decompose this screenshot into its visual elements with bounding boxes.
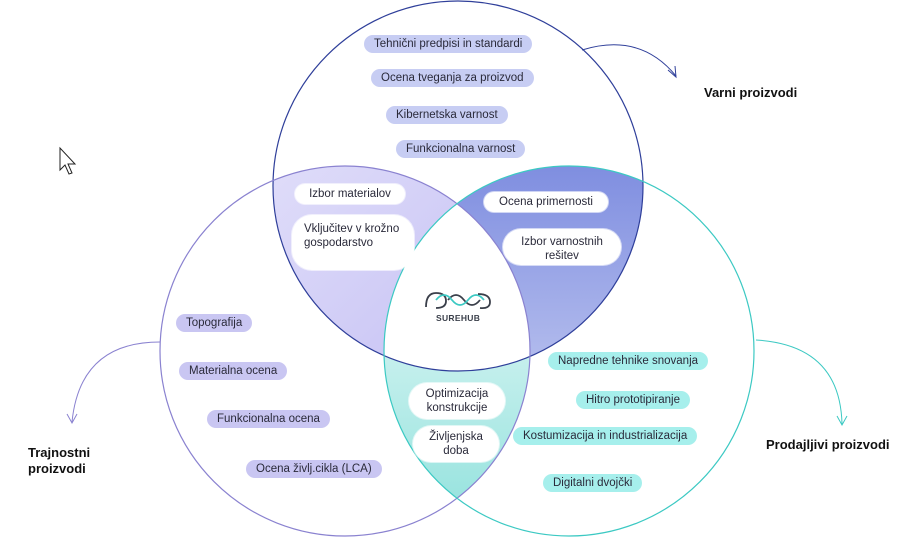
overlap-item: Izbor materialov <box>295 184 405 204</box>
arrow-marketable <box>755 339 843 425</box>
overlap-item: Življenjska doba <box>413 426 499 462</box>
circle-marketable-products <box>383 165 755 537</box>
overlap-item: Ocena primernosti <box>484 192 608 212</box>
label-marketable-products: Prodajljivi proizvodi <box>766 437 890 452</box>
label-safe-products: Varni proizvodi <box>704 85 798 100</box>
safe-item: Funkcionalna varnost <box>396 140 526 158</box>
circle-safe-products <box>272 0 644 372</box>
marketable-item: Hitro prototipiranje <box>576 391 690 409</box>
arrow-safe <box>581 44 677 77</box>
overlap-item: Optimizacija konstrukcije <box>409 383 505 419</box>
sustainable-item: Funkcionalna ocena <box>207 410 330 428</box>
overlap-center <box>384 166 530 371</box>
safe-item: Tehnični predpisi in standardi <box>364 35 533 53</box>
sustainable-item: Topografija <box>176 314 253 332</box>
sustainable-item: Materialna ocena <box>179 362 288 380</box>
arrow-sustainable <box>71 341 161 423</box>
marketable-item: Napredne tehnike snovanja <box>548 352 709 370</box>
marketable-item: Kostumizacija in industrializacija <box>513 427 698 445</box>
marketable-item: Digitalni dvojčki <box>543 474 643 492</box>
logo-text: SUREHUB <box>436 313 481 323</box>
cursor-icon <box>59 146 77 175</box>
label-sustainable-products: Trajnostni proizvodi <box>28 445 91 476</box>
logo-icon <box>425 292 491 310</box>
circle-sustainable-products <box>159 165 531 537</box>
overlap-item: Vključitev v krožno gospodarstvo <box>292 215 414 270</box>
safe-item: Ocena tveganja za proizvod <box>371 69 534 87</box>
sustainable-item: Ocena življ.cikla (LCA) <box>246 460 382 478</box>
safe-item: Kibernetska varnost <box>386 106 508 124</box>
overlap-item: Izbor varnostnih rešitev <box>503 229 621 265</box>
